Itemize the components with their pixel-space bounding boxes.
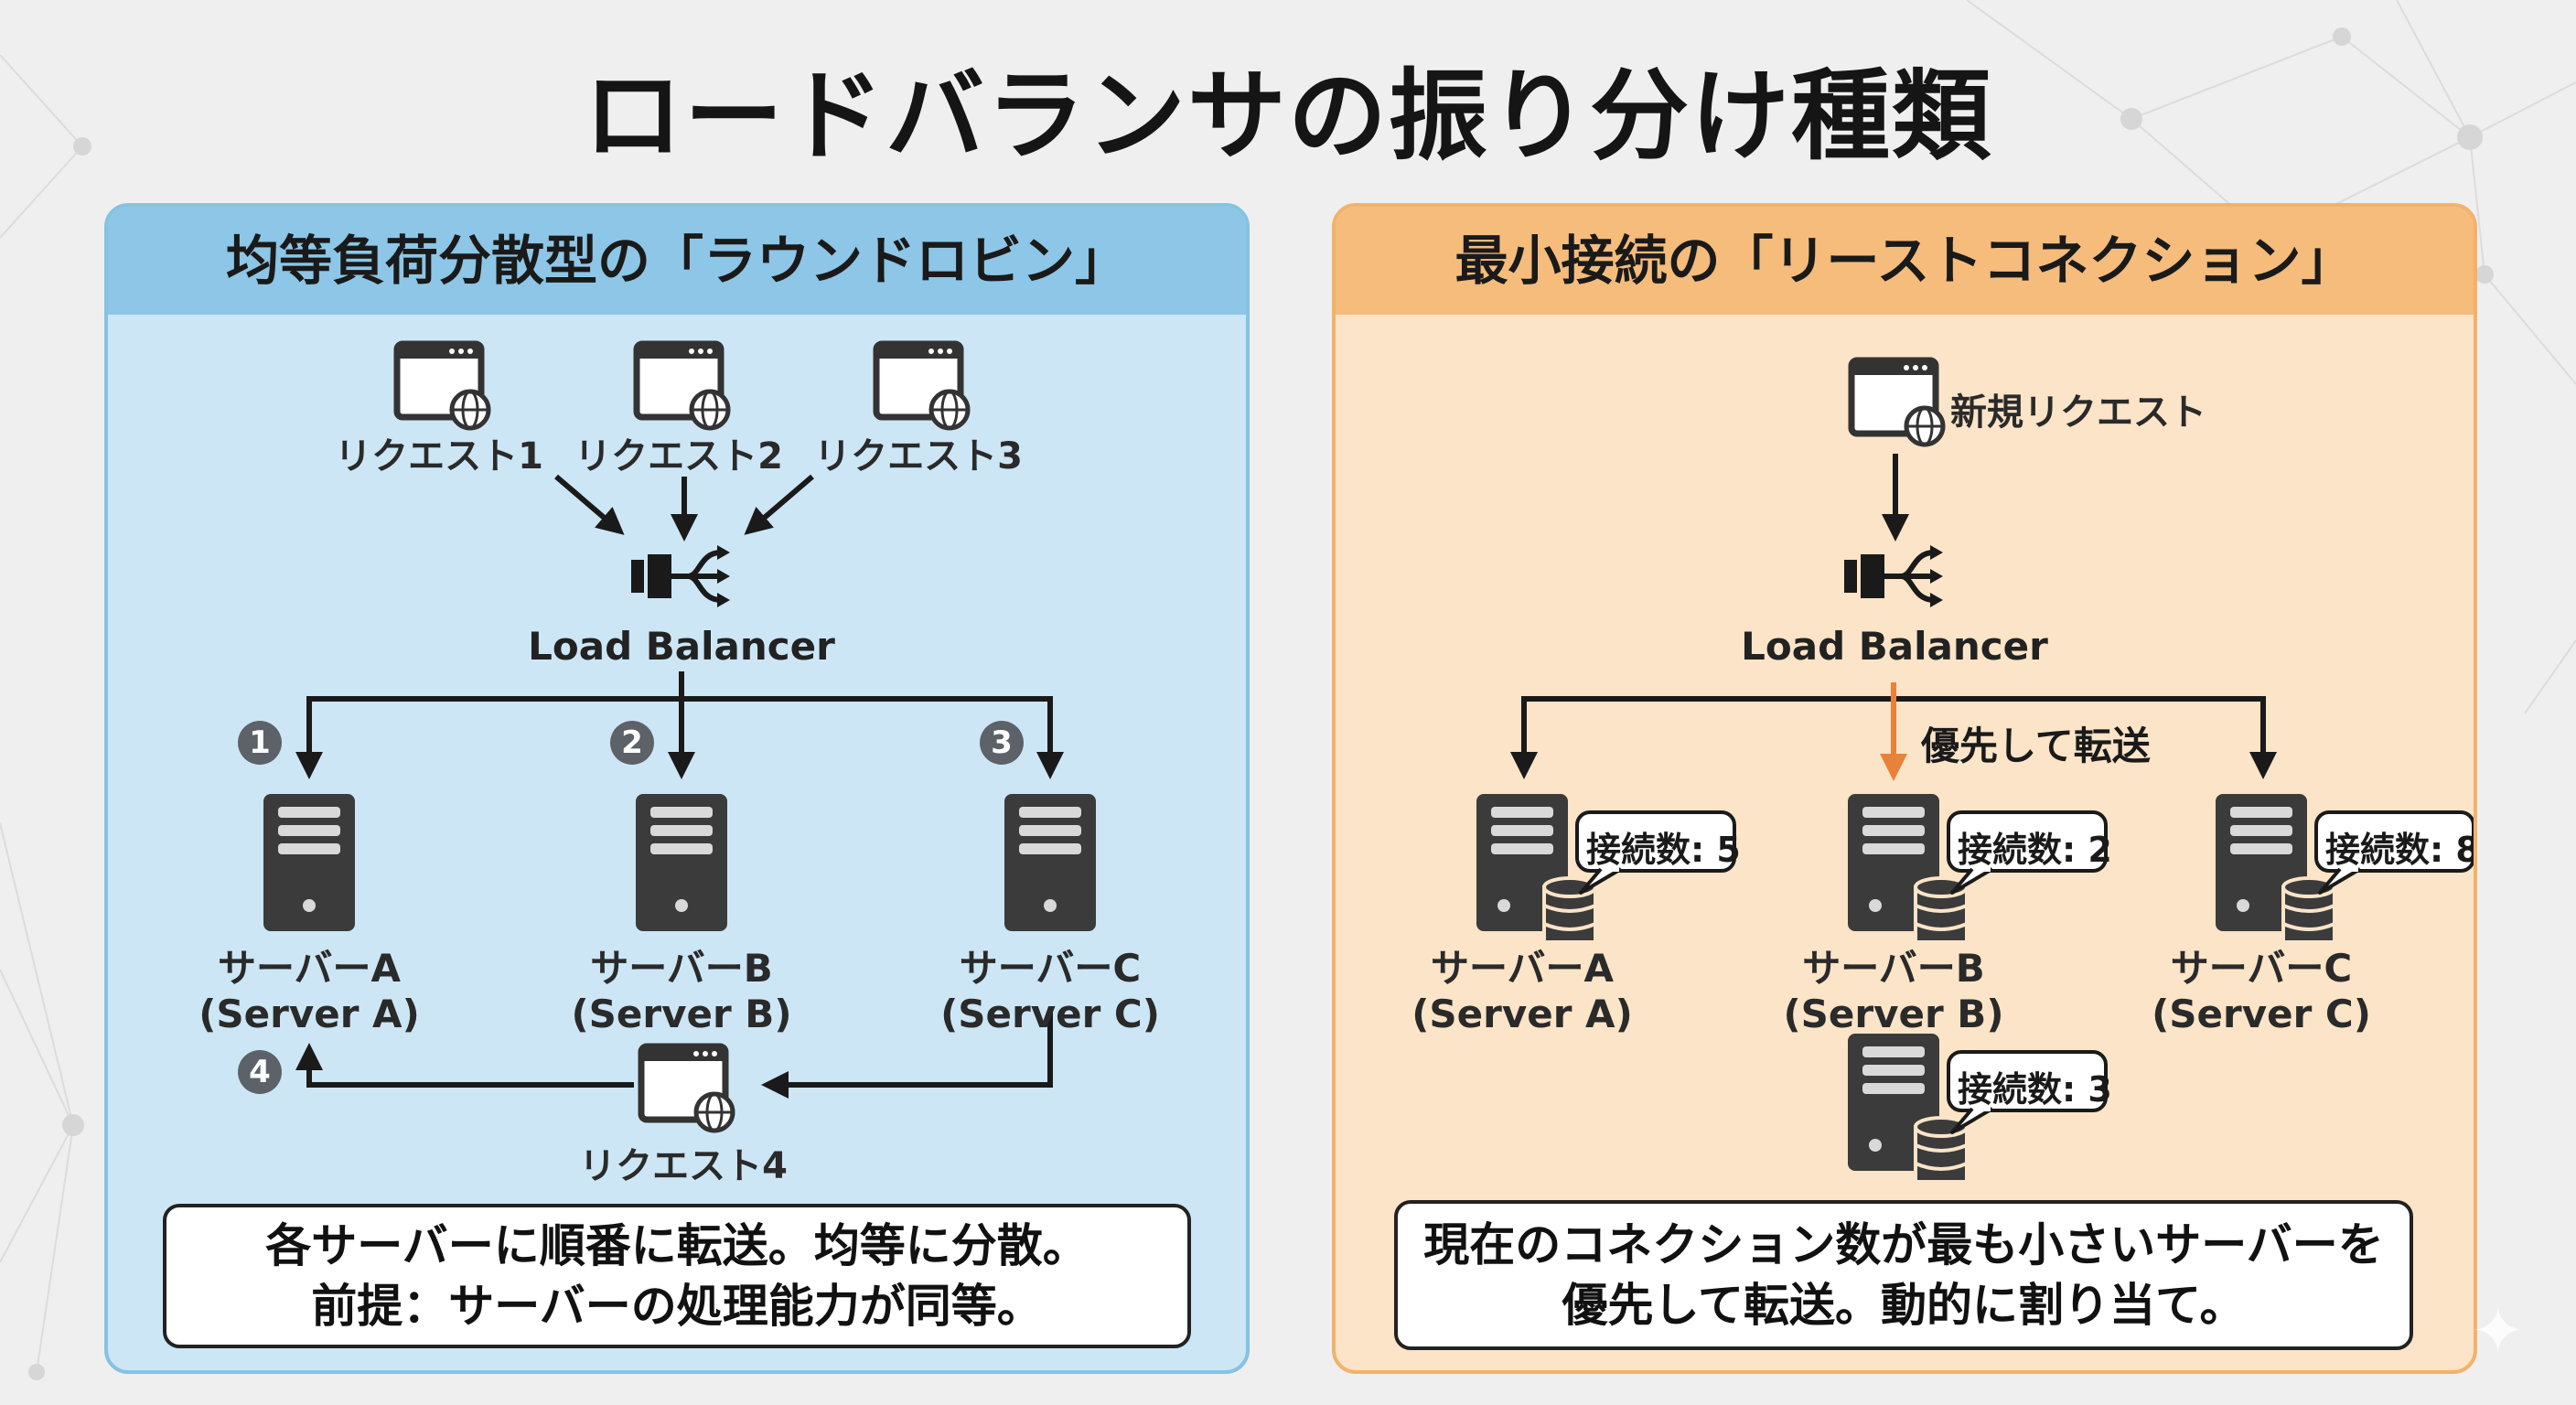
step-badge (238, 721, 282, 765)
server-a-label: サーバーA (Server A) (199, 946, 420, 1036)
request-2-label: リクエスト2 (574, 435, 783, 477)
request-3-label: リクエスト3 (814, 435, 1023, 477)
database-icon (1914, 876, 1969, 944)
connection-bubble (1575, 810, 1736, 895)
connection-bubble (2314, 810, 2474, 895)
least-connection-description: 現在のコネクション数が最も小さいサーバーを 優先して転送。動的に割り当て。 (1394, 1200, 2413, 1350)
server-icon (263, 794, 355, 931)
connection-bubble (1947, 810, 2108, 895)
step-badge (980, 721, 1024, 765)
extra-server-connections: 接続数: 3 (1958, 1069, 2112, 1110)
least-connection-diagram (1476, 357, 2474, 1184)
server-a-connections: 接続数: 5 (1586, 830, 1741, 870)
server-c-label: サーバーC (Server C) (2152, 946, 2371, 1036)
sparkle-icon: ✦ (2471, 1293, 2525, 1368)
priority-note: 優先して転送 (1921, 724, 2151, 768)
browser-globe-icon (393, 340, 491, 431)
round-robin-header: 均等負荷分散型の「ラウンドロビン」 (108, 207, 1246, 315)
server-icon (1004, 794, 1096, 931)
database-icon (2281, 876, 2336, 944)
step-badge (610, 721, 654, 765)
load-balancer-label: Load Balancer (528, 624, 835, 669)
step-number: 3 (991, 724, 1013, 761)
round-robin-description: 各サーバーに順番に転送。均等に分散。 前提：サーバーの処理能力が同等。 (163, 1204, 1191, 1348)
server-icon (636, 794, 727, 931)
new-request-label: 新規リクエスト (1950, 391, 2206, 434)
step-number: 2 (621, 724, 643, 761)
server-b-label: サーバーB (Server B) (571, 946, 792, 1036)
least-connection-panel: 最小接続の「リーストコネクション」 (1332, 203, 2477, 1374)
server-b-label: サーバーB (Server B) (1783, 946, 2004, 1036)
browser-globe-icon (638, 1043, 735, 1133)
database-icon (1542, 876, 1597, 944)
load-balancer-icon (1844, 545, 1943, 607)
round-robin-diagram (238, 340, 1096, 1133)
load-balancer-icon (631, 545, 730, 607)
browser-globe-icon (633, 340, 731, 431)
connection-bubble (1947, 1050, 2108, 1134)
server-c-label: サーバーC (Server C) (940, 946, 1160, 1036)
page-title: ロードバランサの振り分け種類 (583, 59, 1992, 174)
server-b-connections: 接続数: 2 (1958, 830, 2112, 870)
database-icon (1914, 1116, 1969, 1184)
request-1-label: リクエスト1 (335, 435, 543, 477)
least-connection-header: 最小接続の「リーストコネクション」 (1336, 207, 2474, 315)
server-c-connections: 接続数: 8 (2325, 830, 2477, 870)
step-number: 4 (249, 1054, 271, 1090)
round-robin-panel: 均等負荷分散型の「ラウンドロビン」 (104, 203, 1250, 1374)
browser-globe-icon (873, 340, 971, 431)
step-badge (238, 1050, 282, 1094)
browser-globe-icon (1848, 357, 1946, 447)
request-4-label: リクエスト4 (579, 1145, 788, 1187)
server-a-label: サーバーA (Server A) (1411, 946, 1633, 1036)
load-balancer-label: Load Balancer (1741, 624, 2048, 669)
step-number: 1 (249, 724, 271, 761)
